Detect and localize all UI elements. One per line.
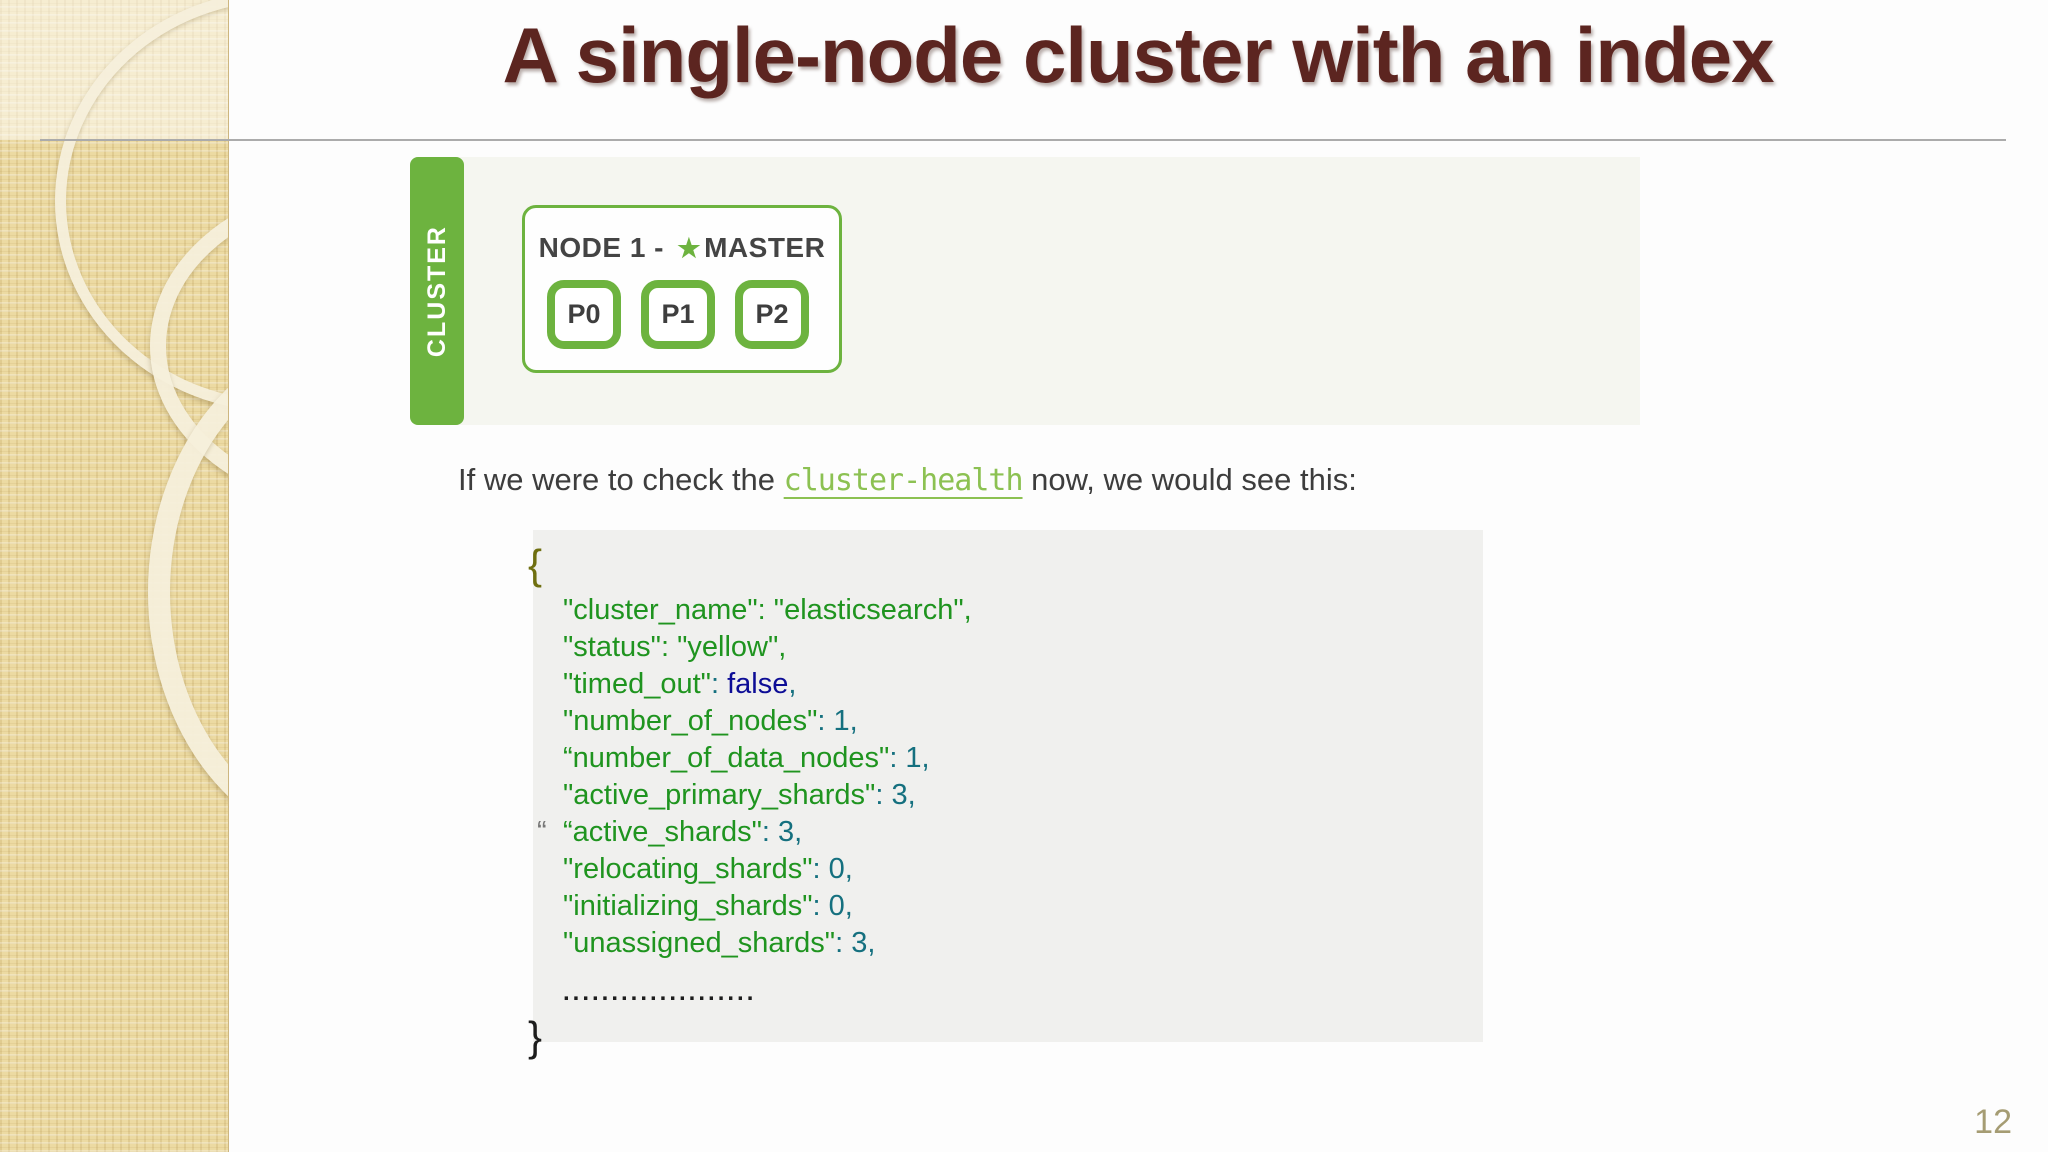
- shard-box: P1: [641, 280, 715, 349]
- code-line: }: [528, 1012, 1478, 1062]
- shard-box: P2: [735, 280, 809, 349]
- stray-quote: “: [537, 816, 547, 848]
- code-line: "unassigned_shards": 3,: [533, 925, 1483, 962]
- sidebar-decoration: [0, 0, 229, 1152]
- code-block: { "cluster_name": "elasticsearch", "status…: [528, 530, 1483, 1060]
- cluster-bar: CLUSTER: [410, 157, 464, 425]
- code-segment: :: [710, 668, 728, 700]
- code-segment: : 3,: [835, 927, 876, 959]
- code-segment: "status": "yellow",: [563, 631, 787, 663]
- code-segment: "number_of_nodes": [563, 705, 818, 737]
- code-line: “number_of_data_nodes": 1,: [533, 740, 1483, 777]
- code-segment: : 1,: [817, 705, 858, 737]
- code-segment: ,: [788, 668, 797, 700]
- code-segment: “number_of_data_nodes": [563, 742, 890, 774]
- cluster-bar-label: CLUSTER: [422, 224, 451, 358]
- code-line: "cluster_name": "elasticsearch",: [533, 592, 1483, 629]
- code-line: "active_primary_shards": 3,: [533, 777, 1483, 814]
- node-name-label: NODE 1 -: [538, 232, 673, 263]
- code-line: "relocating_shards": 0,: [533, 851, 1483, 888]
- code-segment: ....................: [563, 979, 757, 1006]
- code-line: “ “active_shards": 3,: [533, 814, 1483, 851]
- code-line: {: [528, 538, 1478, 592]
- code-segment: : 3,: [761, 816, 803, 848]
- cluster-health-link[interactable]: cluster-health: [783, 463, 1024, 498]
- page-number: 12: [1974, 1103, 2012, 1141]
- code-segment: false: [727, 668, 789, 700]
- code-segment: “active_shards": [563, 816, 762, 848]
- master-label: MASTER: [704, 232, 826, 263]
- code-segment: }: [528, 1013, 543, 1060]
- code-segment: : 0,: [812, 890, 853, 922]
- code-line: "timed_out": false,: [533, 666, 1483, 703]
- intro-text-before: If we were to check the: [458, 462, 784, 497]
- code-line: "initializing_shards": 0,: [533, 888, 1483, 925]
- node-box: NODE 1 - ★MASTER P0 P1 P2: [522, 205, 842, 373]
- code-segment: "cluster_name": "elasticsearch",: [563, 594, 972, 626]
- code-segment: "timed_out": [563, 668, 711, 700]
- node-title: NODE 1 - ★MASTER: [525, 232, 839, 264]
- code-segment: : 3,: [875, 779, 916, 811]
- page-title: A single-node cluster with an index: [502, 11, 1775, 99]
- title-divider: [40, 139, 2006, 141]
- code-segment: {: [528, 541, 543, 588]
- code-segment: : 1,: [889, 742, 930, 774]
- code-line: "number_of_nodes": 1,: [533, 703, 1483, 740]
- code-segment: : 0,: [812, 853, 853, 885]
- code-line: ....................: [533, 978, 1483, 1008]
- code-segment: "relocating_shards": [563, 853, 813, 885]
- code-segment: "initializing_shards": [563, 890, 813, 922]
- shards-row: P0 P1 P2: [525, 280, 839, 349]
- code-segment: "unassigned_shards": [563, 927, 836, 959]
- intro-text-after: now, we would see this:: [1022, 462, 1357, 497]
- intro-sentence: If we were to check the cluster-health n…: [458, 462, 1357, 498]
- star-icon: ★: [677, 233, 702, 263]
- shard-box: P0: [547, 280, 621, 349]
- code-segment: "active_primary_shards": [563, 779, 876, 811]
- code-line: "status": "yellow",: [533, 629, 1483, 666]
